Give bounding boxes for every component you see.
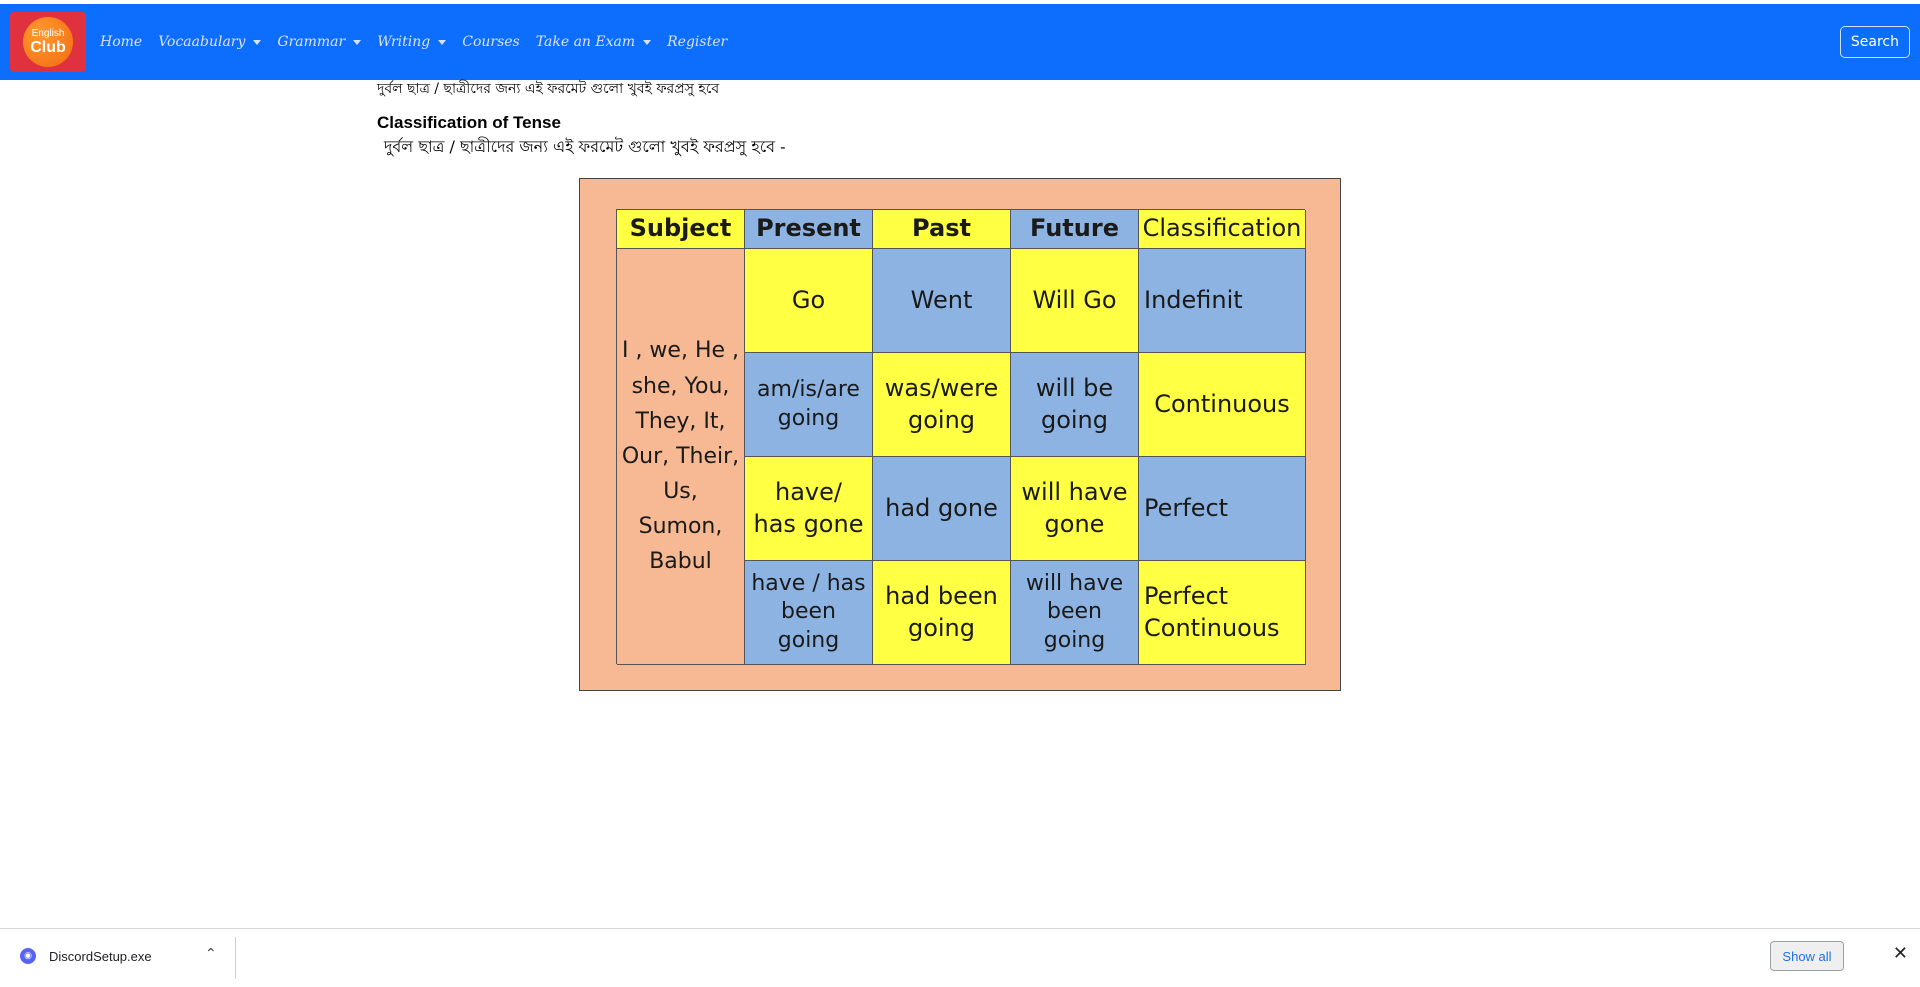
brand-line-1: English — [31, 27, 65, 39]
cell-class-perfect-continuous: Perfect Continuous — [1139, 561, 1306, 665]
cell-future-continuous: will be going — [1011, 353, 1139, 457]
nav-writing-dropdown[interactable]: Writing — [369, 34, 454, 50]
chevron-up-icon[interactable]: ⌃ — [205, 946, 217, 962]
close-icon[interactable]: ✕ — [1892, 943, 1908, 964]
nav-grammar-label: Grammar — [277, 34, 346, 50]
nav-grammar-dropdown[interactable]: Grammar — [269, 34, 369, 50]
download-separator — [235, 937, 236, 979]
caret-down-icon — [643, 39, 652, 45]
tense-table: Subject Present Past Future Classificati… — [616, 209, 1306, 665]
nav-register[interactable]: Register — [659, 34, 735, 50]
discord-icon: ◉ — [20, 948, 36, 964]
cell-present-perfect: have/ has gone — [745, 457, 873, 561]
page-title: Classification of Tense — [377, 113, 561, 132]
caret-down-icon — [438, 39, 447, 45]
brand-line-2: Club — [30, 38, 66, 56]
show-all-button[interactable]: Show all — [1770, 941, 1844, 971]
tense-table-image: Subject Present Past Future Classificati… — [579, 178, 1341, 691]
nav-take-exam-label: Take an Exam — [535, 34, 636, 50]
header-past: Past — [873, 210, 1011, 249]
cell-class-continuous: Continuous — [1139, 353, 1306, 457]
cell-future-perfect: will have gone — [1011, 457, 1139, 561]
navbar: English Club Home Vocaabulary Grammar Wr… — [0, 4, 1920, 80]
brand-logo-circle: English Club — [23, 17, 73, 67]
cell-past-continuous: was/were going — [873, 353, 1011, 457]
caret-down-icon — [353, 39, 362, 45]
nav-home[interactable]: Home — [92, 34, 150, 50]
cell-present-indefinite: Go — [745, 249, 873, 353]
header-future: Future — [1011, 210, 1139, 249]
nav-writing-label: Writing — [377, 34, 431, 50]
cell-future-indefinite: Will Go — [1011, 249, 1139, 353]
nav-courses[interactable]: Courses — [454, 34, 528, 50]
bengali-note-top: দুর্বল ছাত্র / ছাত্রীদের জন্য এই ফরমেট গ… — [377, 81, 720, 97]
brand-logo[interactable]: English Club — [10, 12, 86, 72]
bengali-note: দুর্বল ছাত্র / ছাত্রীদের জন্য এই ফরমেট গ… — [384, 137, 786, 156]
download-file-name[interactable]: DiscordSetup.exe — [49, 949, 152, 964]
cell-past-perfect: had gone — [873, 457, 1011, 561]
browser-top-edge — [0, 0, 1920, 4]
search-button[interactable]: Search — [1839, 26, 1910, 58]
header-classification: Classification — [1139, 210, 1306, 249]
nav-home-label: Home — [100, 34, 143, 50]
caret-down-icon — [253, 39, 262, 45]
subject-cell: I , we, He , she, You, They, It, Our, Th… — [617, 249, 745, 665]
cell-past-perfect-continuous: had been going — [873, 561, 1011, 665]
nav-links: Home Vocaabulary Grammar Writing Courses… — [92, 34, 735, 50]
nav-vocabulary-dropdown[interactable]: Vocaabulary — [150, 34, 269, 50]
cell-class-indefinite: Indefinit — [1139, 249, 1306, 353]
cell-class-perfect: Perfect — [1139, 457, 1306, 561]
nav-courses-label: Courses — [462, 34, 520, 50]
nav-vocabulary-label: Vocaabulary — [158, 34, 246, 50]
cell-past-indefinite: Went — [873, 249, 1011, 353]
cell-future-perfect-continuous: will have been going — [1011, 561, 1139, 665]
download-bar: ◉ DiscordSetup.exe ⌃ Show all ✕ — [0, 928, 1920, 987]
cell-present-continuous: am/is/are going — [745, 353, 873, 457]
nav-register-label: Register — [667, 34, 728, 50]
header-present: Present — [745, 210, 873, 249]
header-subject: Subject — [617, 210, 745, 249]
nav-take-exam-dropdown[interactable]: Take an Exam — [528, 34, 659, 50]
cell-present-perfect-continuous: have / has been going — [745, 561, 873, 665]
